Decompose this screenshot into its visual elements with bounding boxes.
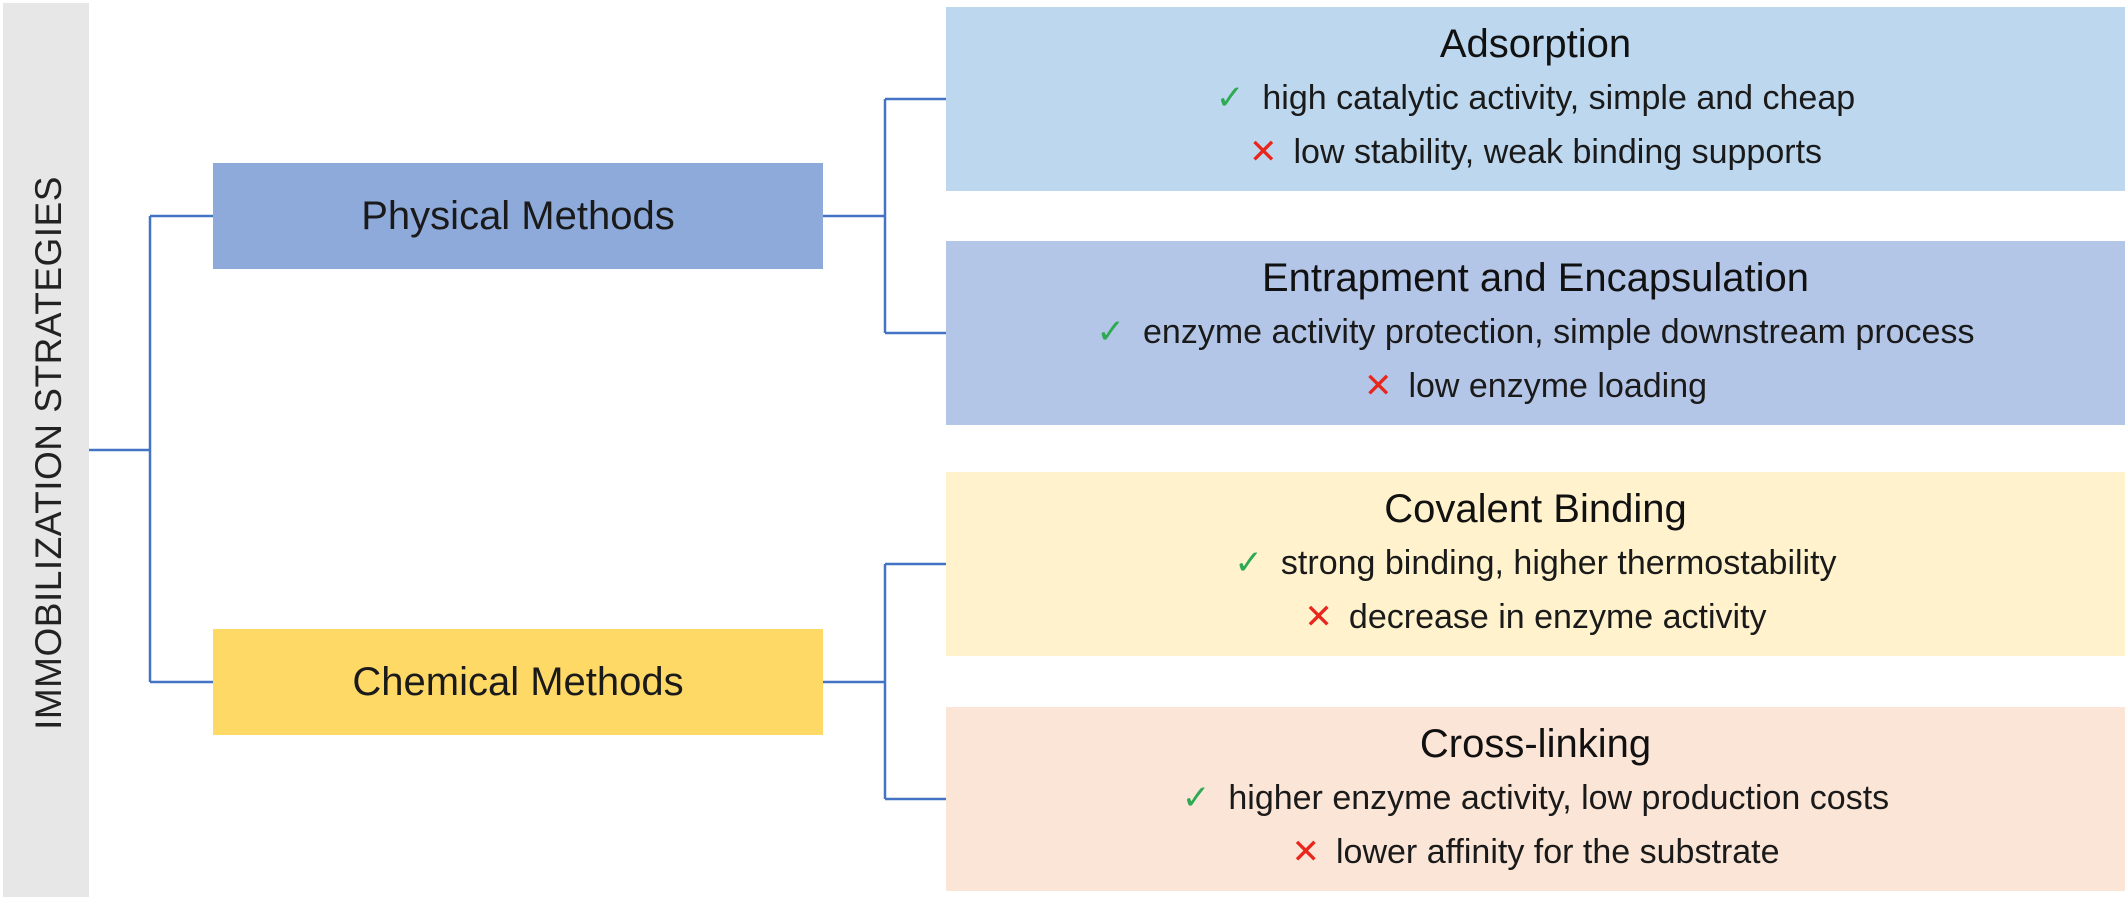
- strategy-entrapment: Entrapment and Encapsulation ✓ enzyme act…: [946, 241, 2125, 425]
- pro-text: high catalytic activity, simple and chea…: [1262, 79, 1856, 117]
- strategy-adsorption: Adsorption ✓ high catalytic activity, sim…: [946, 7, 2125, 191]
- strategy-title: Cross-linking: [1419, 722, 1652, 766]
- check-icon: ✓: [1234, 544, 1263, 582]
- strategy-title: Covalent Binding: [1384, 487, 1687, 531]
- con-text: low enzyme loading: [1408, 367, 1708, 405]
- check-icon: ✓: [1096, 313, 1126, 351]
- con-text: low stability, weak binding supports: [1293, 133, 1823, 171]
- con-text: decrease in enzyme activity: [1348, 598, 1767, 636]
- cross-icon: ✕: [1304, 598, 1333, 636]
- strategy-title: Entrapment and Encapsulation: [1261, 256, 1810, 300]
- strategy-con: ✕ low enzyme loading: [1364, 359, 1707, 413]
- strategy-pro: ✓ enzyme activity protection, simple down…: [1097, 305, 1975, 359]
- cross-icon: ✕: [1363, 367, 1393, 405]
- root-label-panel: IMMOBILIZATION STRATEGIES: [3, 3, 89, 897]
- cross-icon: ✕: [1248, 133, 1278, 171]
- strategy-title: Adsorption: [1439, 22, 1632, 66]
- strategy-con: ✕ decrease in enzyme activity: [1304, 590, 1766, 644]
- pro-text: enzyme activity protection, simple downs…: [1143, 313, 1975, 351]
- strategy-con: ✕ low stability, weak binding supports: [1249, 125, 1822, 179]
- pro-text: higher enzyme activity, low production c…: [1228, 779, 1890, 817]
- strategy-pro: ✓ strong binding, higher thermostability: [1234, 536, 1836, 590]
- strategy-con: ✕ lower affinity for the substrate: [1292, 825, 1780, 879]
- strategy-pro: ✓ high catalytic activity, simple and che…: [1216, 71, 1855, 125]
- pro-text: strong binding, higher thermostability: [1280, 544, 1837, 582]
- method-chemical: Chemical Methods: [213, 629, 823, 735]
- cross-icon: ✕: [1291, 833, 1321, 871]
- strategy-pro: ✓ higher enzyme activity, low production …: [1182, 771, 1889, 825]
- check-icon: ✓: [1181, 779, 1211, 817]
- method-physical: Physical Methods: [213, 163, 823, 269]
- check-icon: ✓: [1215, 79, 1245, 117]
- con-text: lower affinity for the substrate: [1336, 833, 1780, 871]
- strategy-crosslinking: Cross-linking ✓ higher enzyme activity, l…: [946, 707, 2125, 891]
- strategy-covalent: Covalent Binding ✓ strong binding, higher…: [946, 472, 2125, 656]
